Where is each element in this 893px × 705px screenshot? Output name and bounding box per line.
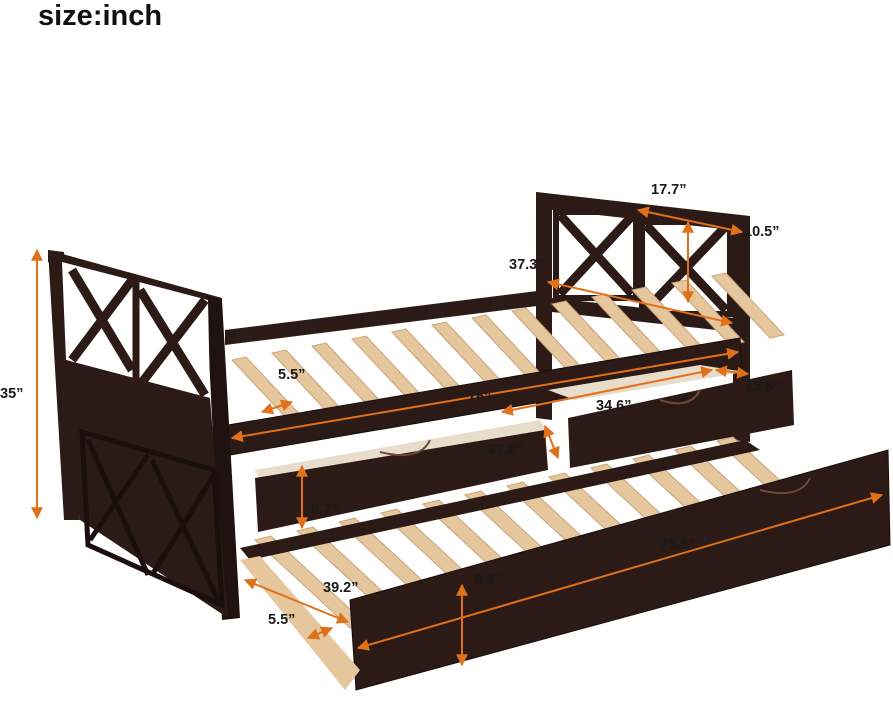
dim-slat-gap-top: 5.5”	[278, 367, 306, 383]
dim-headboard-width: 17.7”	[651, 182, 687, 198]
dim-trundle-height: 9.3”	[474, 572, 502, 588]
dim-drawer-height: 6.7”	[311, 502, 339, 518]
dimension-arrows	[31, 206, 884, 667]
dim-drawer-length: 37.8”	[488, 442, 524, 458]
dim-trundle-width: 39.2”	[323, 580, 359, 596]
dim-frame-width: 37.3”	[509, 257, 545, 273]
dim-drawer-width: 34.6”	[596, 398, 632, 414]
dim-headboard-depth: 10.5”	[744, 224, 780, 240]
dim-overall-height: 35”	[0, 386, 24, 402]
dim-slat-gap-bottom: 5.5”	[268, 612, 296, 628]
left-headboard	[48, 250, 240, 620]
dim-trundle-length: 75.6”	[660, 537, 696, 553]
dim-frame-length: 76”	[468, 389, 492, 405]
dim-drawer-depth: 13.8”	[745, 379, 781, 395]
size-unit-title: size:inch	[38, 0, 163, 32]
